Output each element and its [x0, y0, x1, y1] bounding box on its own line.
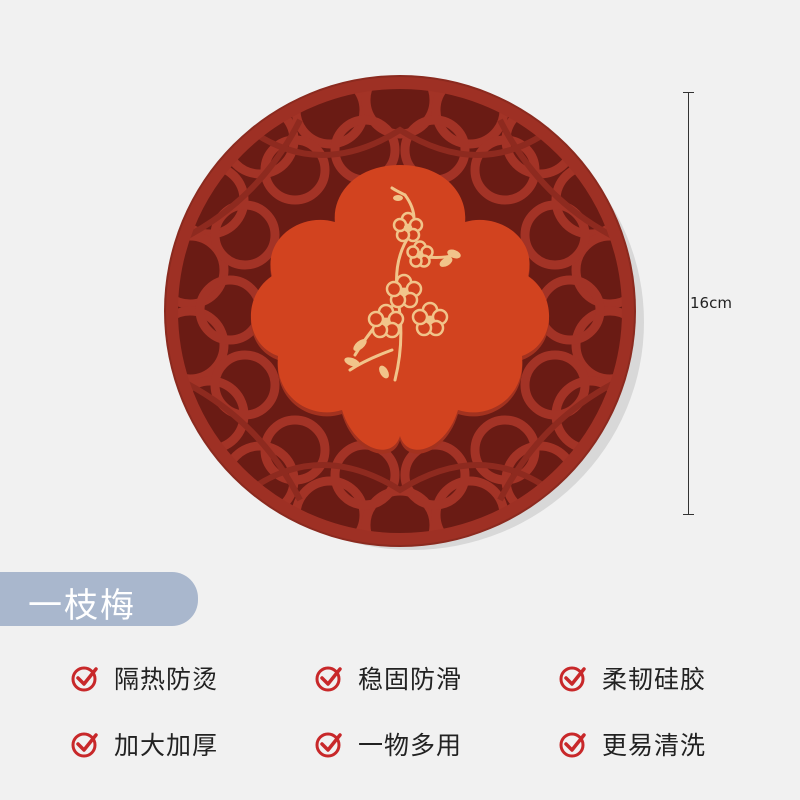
feature-label: 稳固防滑	[358, 665, 463, 694]
check-circle-icon	[71, 666, 98, 692]
feature-label: 更易清洗	[602, 731, 707, 760]
feature-label: 柔韧硅胶	[602, 665, 707, 694]
feature-label: 加大加厚	[114, 731, 219, 760]
check-circle-icon	[559, 666, 586, 692]
feature-label: 一物多用	[358, 731, 463, 760]
dimension-line	[688, 92, 689, 514]
check-circle-icon	[71, 732, 98, 758]
feature-item: 更易清洗	[558, 726, 706, 762]
check-circle-icon	[559, 732, 586, 758]
feature-item: 加大加厚	[70, 726, 218, 762]
dimension-cap-top	[683, 92, 694, 93]
product-name: 一枝梅	[28, 586, 136, 626]
feature-item: 隔热防烫	[70, 660, 218, 696]
dimension-cap-bottom	[683, 514, 694, 515]
feature-item: 柔韧硅胶	[558, 660, 706, 696]
product-name-tag: 一枝梅	[0, 572, 198, 626]
feature-label: 隔热防烫	[114, 665, 219, 694]
feature-item: 稳固防滑	[314, 660, 462, 696]
check-circle-icon	[315, 732, 342, 758]
check-circle-icon	[315, 666, 342, 692]
dimension-label: 16cm	[690, 294, 732, 312]
coaster-image	[164, 75, 644, 550]
feature-item: 一物多用	[314, 726, 462, 762]
